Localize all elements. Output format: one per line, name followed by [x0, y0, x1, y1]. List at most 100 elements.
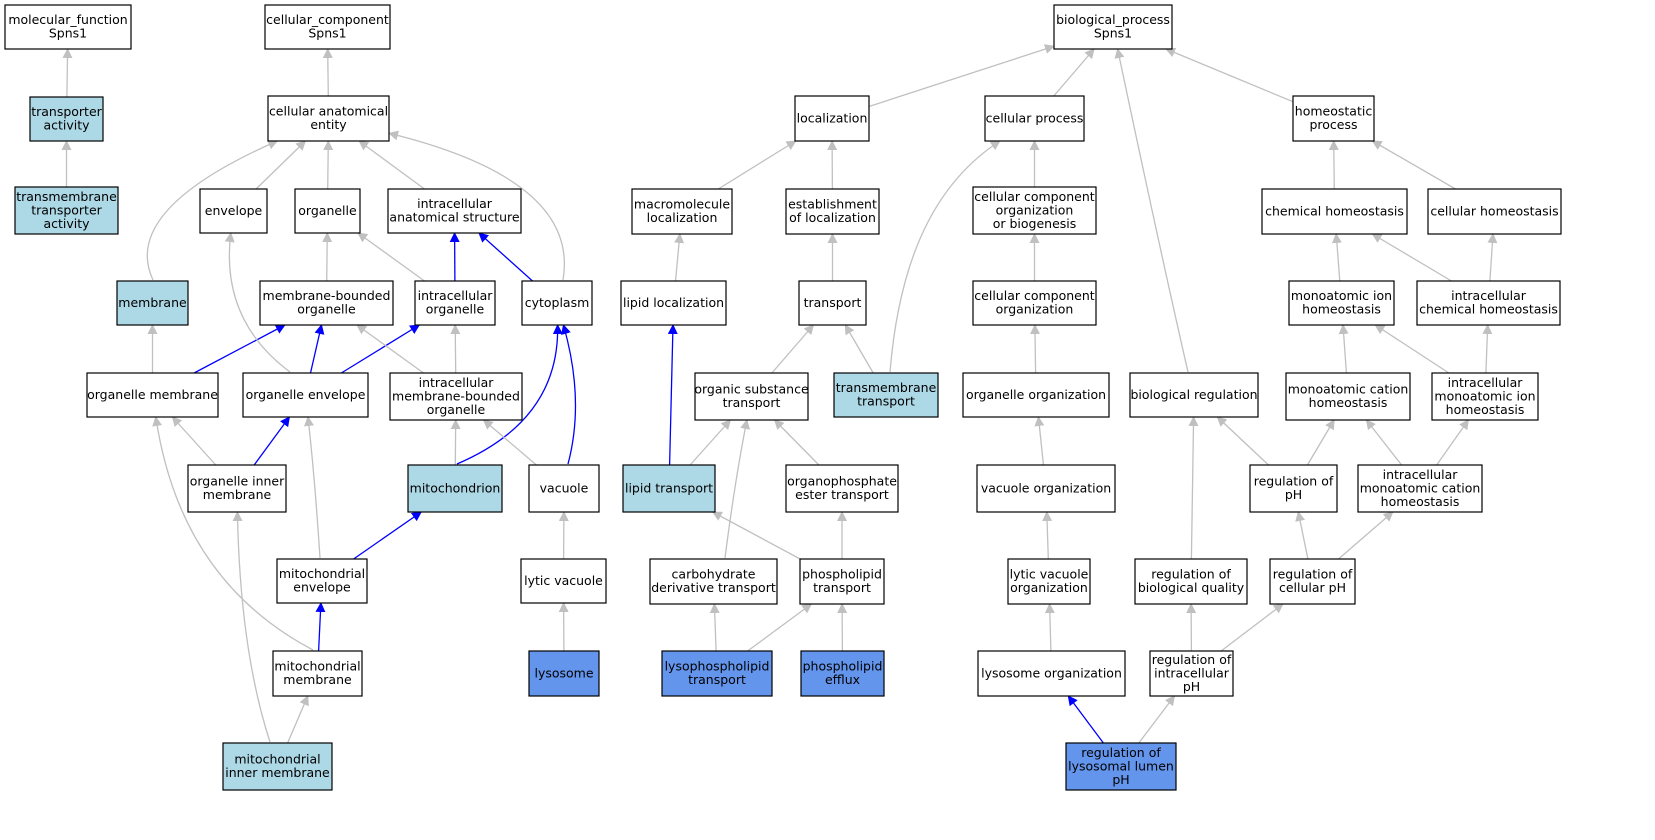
edge-lt-to-ost — [689, 419, 732, 466]
node-box — [649, 558, 778, 605]
node-label-line: regulation of — [1254, 474, 1334, 489]
node-box — [1292, 95, 1375, 142]
node-loc: localization — [794, 95, 870, 142]
node-label-line: chemical homeostasis — [1419, 302, 1558, 317]
node-label-line: mitochondrial — [279, 566, 365, 581]
edge-mm-to-om — [152, 416, 314, 651]
edge-hp-to-bp — [1165, 47, 1294, 103]
node-box — [4, 4, 132, 50]
node-label-line: organelle envelope — [246, 387, 366, 402]
node-box — [1357, 464, 1483, 513]
node-label-line: or biogenesis — [993, 216, 1077, 231]
node-label-line: intracellular — [1154, 665, 1230, 680]
node-label-line: organelle — [298, 203, 357, 218]
edge-vac-to-imbo — [482, 419, 537, 466]
node-label-line: membrane-bounded — [263, 288, 391, 303]
edge-org-to-cae — [323, 140, 334, 190]
node-label-line: membrane — [203, 487, 272, 502]
node-label-line: transport — [813, 580, 871, 595]
node-box — [276, 558, 368, 604]
edge-ll-to-ml — [674, 233, 685, 282]
edge-mm-to-me — [315, 602, 326, 652]
edge-oim-to-oe — [253, 416, 290, 466]
node-br: biological regulation — [1129, 372, 1259, 418]
node-lv: lytic vacuole — [520, 558, 607, 604]
node-label-line: mitochondrial — [234, 752, 320, 767]
edge-rllp-to-lo — [1067, 695, 1104, 744]
edge-oe-to-io — [340, 324, 421, 374]
node-label-line: lysosomal lumen — [1068, 758, 1174, 773]
node-label-line: localization — [797, 110, 868, 125]
node-box — [620, 280, 727, 326]
node-box — [407, 464, 503, 513]
node-label-line: intracellular — [1451, 288, 1527, 303]
node-box — [1007, 558, 1091, 605]
node-label-line: lysophospholipid — [665, 659, 770, 674]
node-label-line: homeostatic — [1295, 104, 1373, 119]
node-box — [294, 188, 361, 234]
node-label-line: monoatomic ion — [1434, 388, 1535, 403]
node-cyt: cytoplasm — [521, 280, 593, 326]
node-label-line: regulation of — [1152, 652, 1232, 667]
node-label-line: vacuole — [540, 480, 589, 495]
edge-mim-to-oim — [232, 511, 271, 743]
node-label-line: molecular_function — [8, 12, 127, 27]
node-mem: membrane — [116, 280, 189, 326]
node-label-line: phospholipid — [803, 659, 883, 674]
edge-ta-to-mf — [62, 48, 73, 98]
edge-ich-to-ch — [1371, 233, 1452, 282]
node-box — [414, 280, 496, 326]
node-org: organelle — [294, 188, 361, 234]
node-label-line: organophosphate — [787, 474, 897, 489]
node-box — [242, 372, 369, 418]
node-vac: vacuole — [528, 464, 600, 513]
node-box — [1431, 372, 1539, 421]
node-label-line: ester transport — [795, 487, 889, 502]
node-lo: lysosome organization — [977, 650, 1126, 697]
node-label-line: anatomical structure — [389, 210, 519, 225]
node-label-line: derivative transport — [651, 580, 776, 595]
node-label-line: process — [1309, 117, 1357, 132]
node-label-line: organelle — [427, 402, 486, 417]
node-label-line: localization — [647, 210, 718, 225]
edge-oim-to-om — [171, 416, 217, 466]
node-label-line: Spns1 — [1094, 26, 1132, 41]
node-box — [29, 96, 104, 142]
node-label-line: transporter — [31, 104, 102, 119]
edge-tmt-to-tr — [844, 324, 874, 374]
node-label-line: mitochondrion — [410, 480, 501, 495]
node-box — [1285, 372, 1411, 421]
edge-imch-to-imih — [1436, 419, 1469, 466]
edge-cyt-to-cae — [388, 130, 565, 281]
edge-imih-to-mih — [1374, 324, 1450, 374]
edge-mch-to-mih — [1338, 324, 1349, 374]
node-box — [785, 188, 880, 235]
edge-rbq-to-br — [1188, 416, 1199, 560]
node-box — [972, 280, 1097, 326]
edge-oet-to-ost — [773, 419, 820, 466]
node-box — [1269, 558, 1356, 605]
node-box — [1416, 280, 1561, 326]
node-label-line: Spns1 — [308, 26, 346, 41]
node-box — [1249, 464, 1338, 513]
edge-riph-to-rcph — [1220, 603, 1284, 652]
node-label-line: establishment — [788, 197, 877, 212]
node-box — [528, 650, 600, 697]
node-box — [267, 95, 390, 142]
edge-me-to-mito — [353, 511, 423, 560]
edge-rph-to-br — [1216, 416, 1269, 466]
